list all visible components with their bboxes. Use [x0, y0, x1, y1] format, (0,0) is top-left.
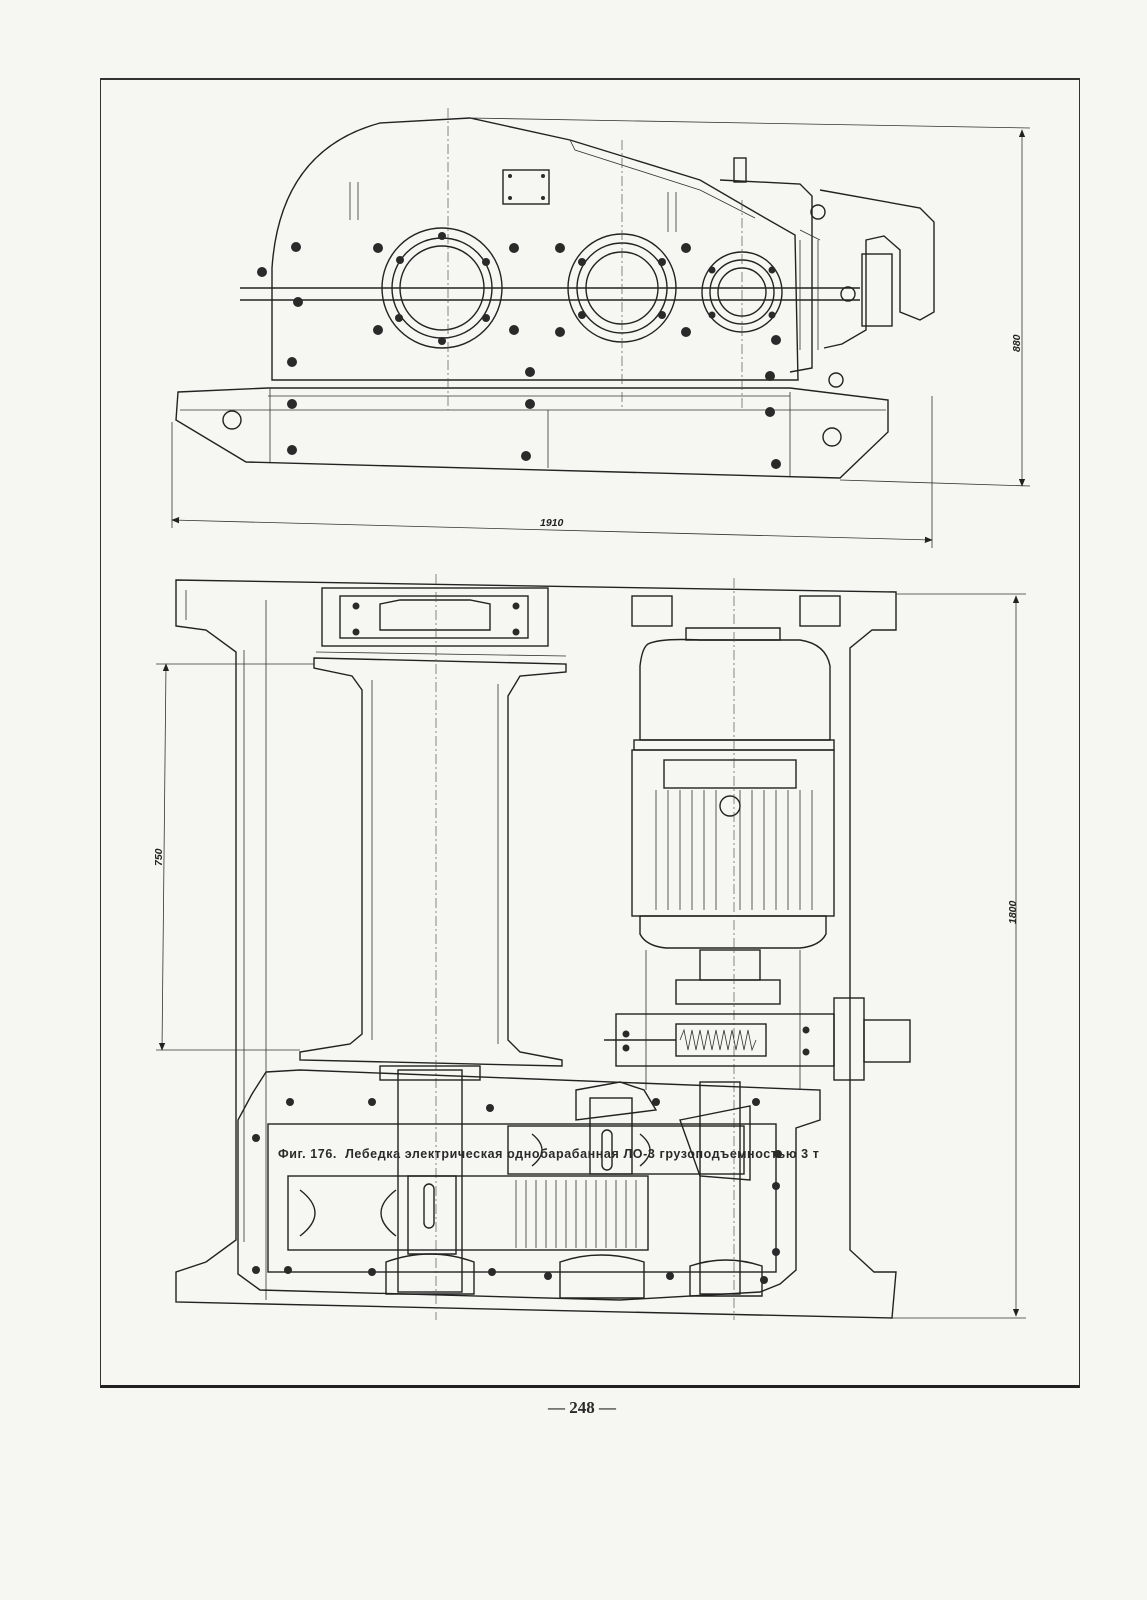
dim-750-label: 750 — [153, 848, 165, 866]
caption-text: Лебедка электрическая однобарабанная ЛО-… — [345, 1147, 820, 1161]
dimension-1910: 1910 — [171, 396, 933, 548]
caption-number: Фиг. 176. — [278, 1147, 337, 1161]
drum-bearing-top — [315, 587, 567, 657]
dimension-1800: 1800 — [892, 593, 1026, 1319]
page-number: — 248 — — [548, 1398, 616, 1417]
dim-1910-label: 1910 — [540, 517, 564, 529]
bearing-large — [381, 227, 503, 349]
base-frame — [175, 387, 889, 479]
bolts — [257, 242, 781, 469]
winch-drum — [299, 574, 567, 1320]
plan-view: 750 1800 — [153, 574, 1026, 1320]
dimension-880: 880 — [469, 117, 1031, 487]
dimension-750: 750 — [153, 663, 314, 1051]
electric-motor — [631, 578, 841, 1320]
gearbox-section — [237, 1065, 821, 1301]
dim-880-label: 880 — [1011, 334, 1023, 352]
brake-assembly — [719, 157, 935, 388]
brake-plan — [604, 997, 911, 1081]
gearbox-housing — [271, 117, 799, 381]
side-view: 1910 880 — [171, 108, 1031, 548]
figure-caption: Фиг. 176. Лебедка электрическая однобара… — [278, 1147, 820, 1161]
page-frame — [100, 78, 1080, 1388]
dim-1800-label: 1800 — [1007, 900, 1019, 924]
